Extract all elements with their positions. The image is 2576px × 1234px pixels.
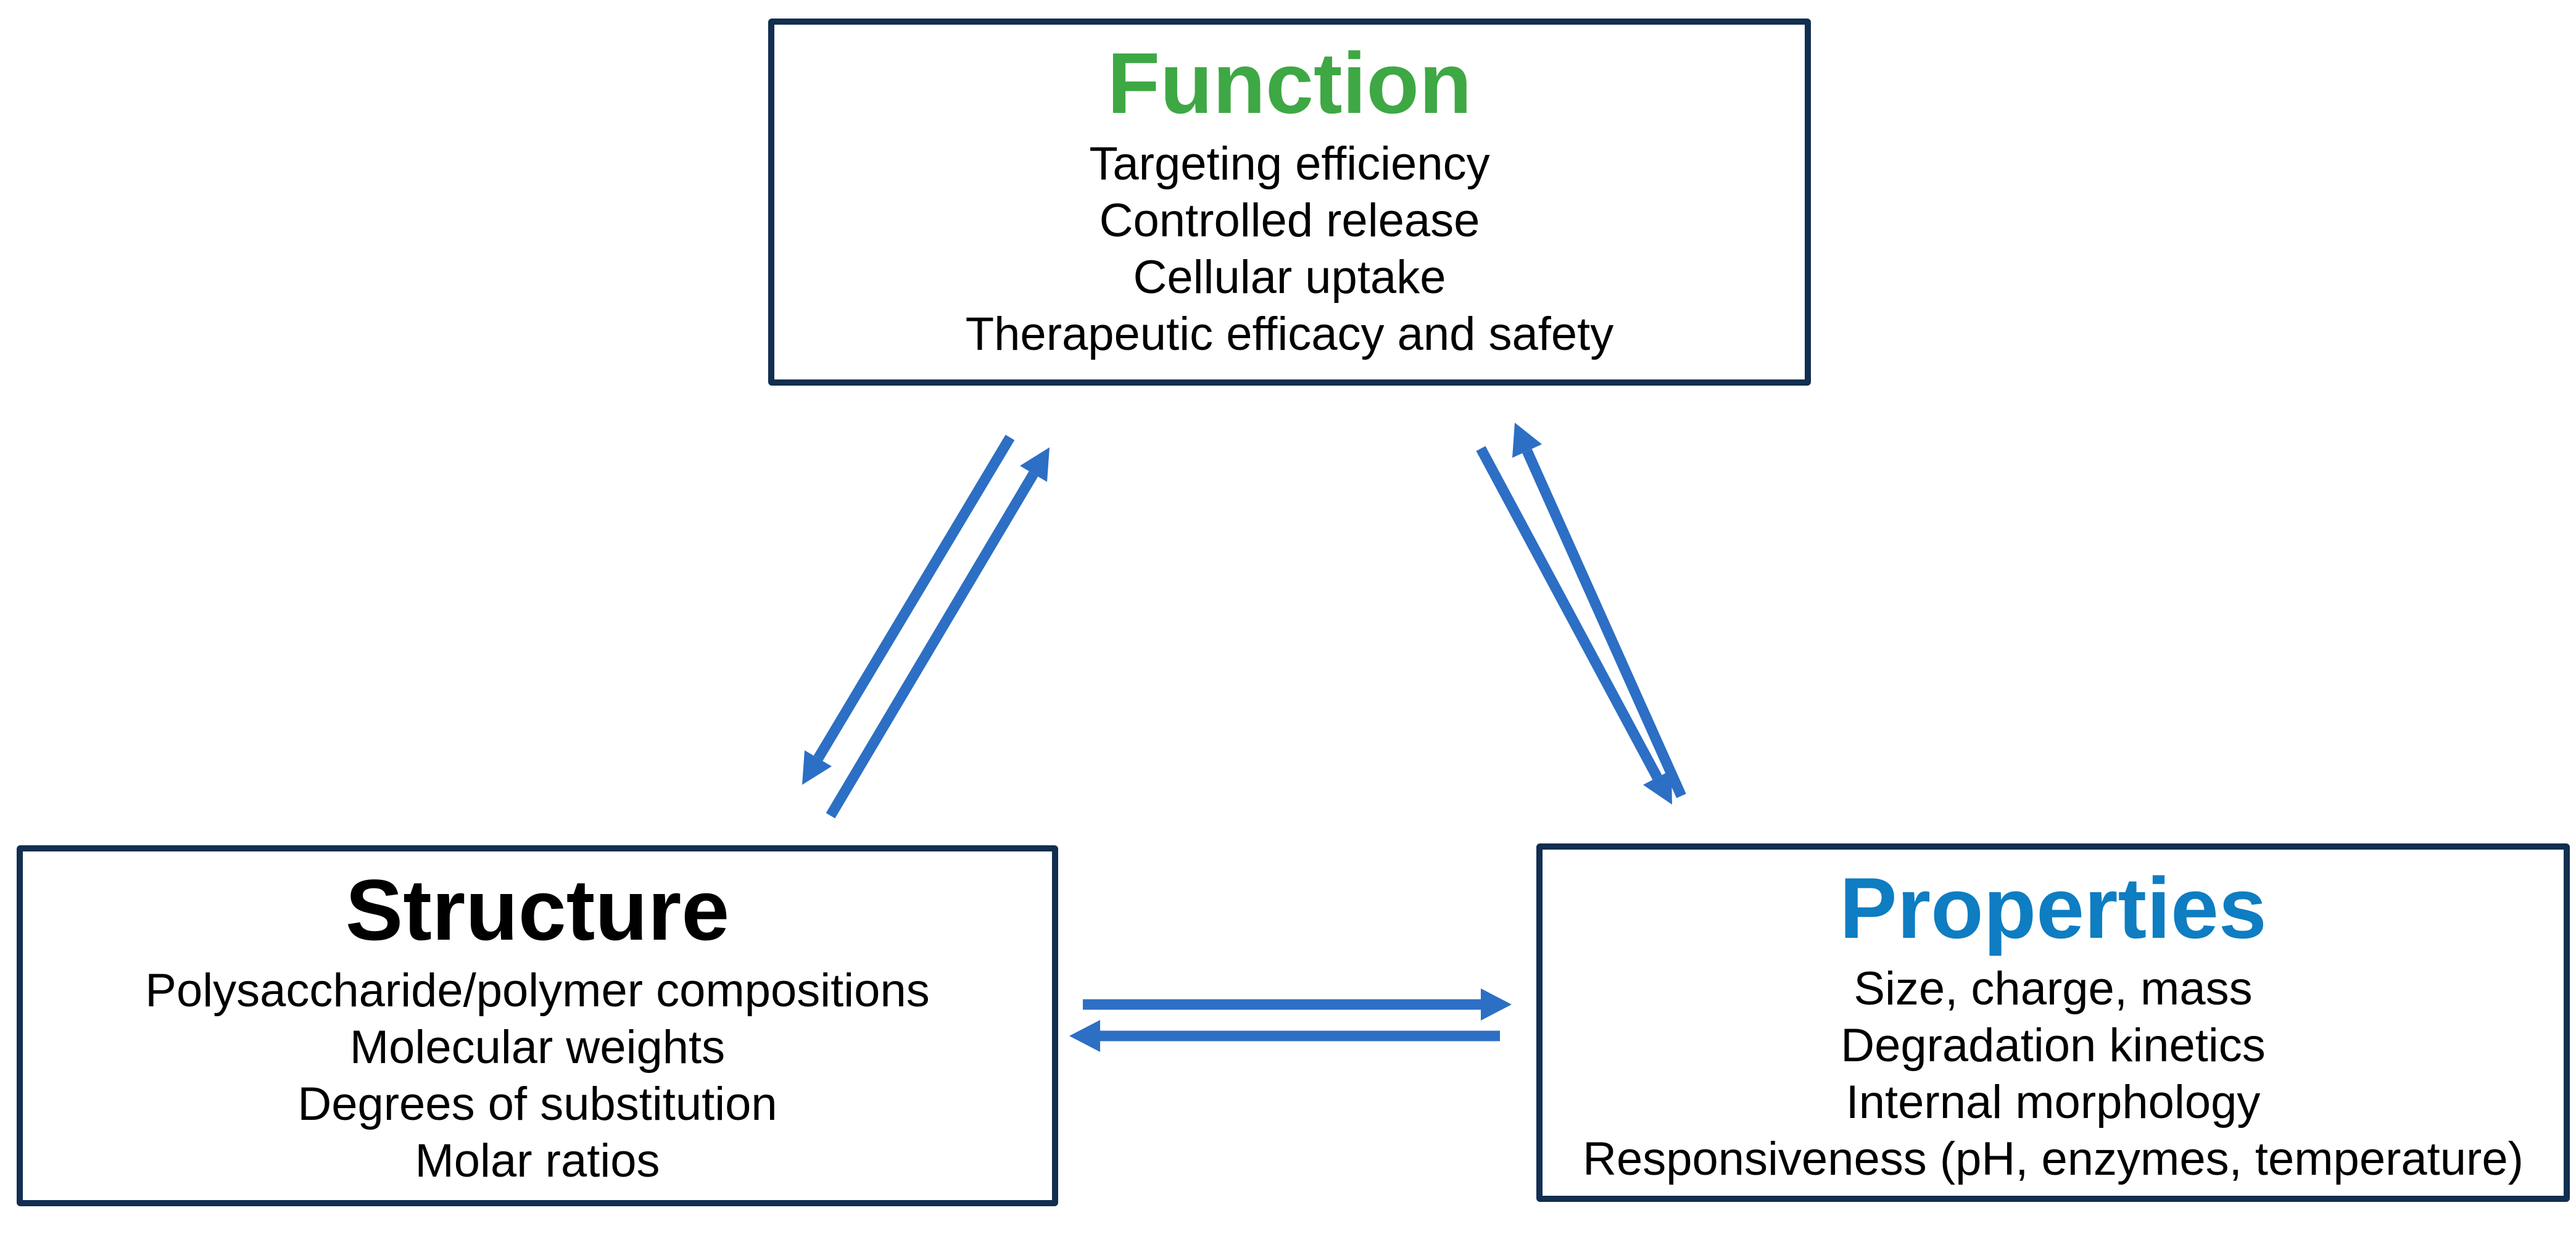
structure-box-title: Structure <box>345 861 730 958</box>
arrow-function-to-properties <box>1476 445 1672 805</box>
properties-box-item: Internal morphology <box>1845 1076 2261 1128</box>
properties-box-item: Size, charge, mass <box>1853 963 2253 1015</box>
structure-box: Structure Polysaccharide/polymer composi… <box>17 845 1058 1206</box>
arrow-pair-structure-properties <box>1069 988 1512 1052</box>
arrow-pair-function-properties <box>1476 423 1686 805</box>
arrow-pair-structure-function <box>802 434 1050 819</box>
properties-box: Properties Size, charge, mass Degradatio… <box>1536 843 2570 1202</box>
function-box-item: Controlled release <box>1099 194 1480 247</box>
function-box-list: Targeting efficiency Controlled release … <box>966 136 1614 363</box>
arrow-structure-to-properties-head <box>1481 988 1512 1021</box>
arrow-structure-to-function-shaft <box>826 471 1038 819</box>
function-box: Function Targeting efficiency Controlled… <box>768 19 1811 386</box>
properties-box-list: Size, charge, mass Degradation kinetics … <box>1583 961 2524 1188</box>
arrow-function-to-structure-head <box>802 750 832 785</box>
arrow-structure-to-properties <box>1083 988 1512 1021</box>
function-box-title: Function <box>1107 35 1472 131</box>
properties-box-item: Responsiveness (pH, enzymes, temperature… <box>1583 1133 2524 1185</box>
structure-box-item: Polysaccharide/polymer compositions <box>145 964 930 1017</box>
arrow-properties-to-function <box>1512 423 1686 798</box>
function-box-item: Targeting efficiency <box>1089 138 1490 190</box>
structure-box-list: Polysaccharide/polymer compositions Mole… <box>145 963 929 1190</box>
arrow-function-to-structure <box>802 434 1015 785</box>
arrow-structure-to-function-head <box>1020 447 1050 482</box>
function-box-item: Cellular uptake <box>1133 251 1446 304</box>
structure-box-item: Molecular weights <box>349 1021 726 1074</box>
properties-box-title: Properties <box>1839 859 2267 956</box>
arrow-function-to-properties-head <box>1643 770 1672 805</box>
structure-box-item: Molar ratios <box>415 1135 660 1187</box>
structure-box-item: Degrees of substitution <box>297 1078 777 1130</box>
arrow-properties-to-structure-head <box>1069 1020 1100 1052</box>
arrow-properties-to-function-head <box>1512 423 1542 458</box>
arrow-properties-to-function-shaft <box>1522 449 1686 798</box>
arrow-structure-to-function <box>826 447 1050 819</box>
arrow-function-to-properties-shaft <box>1476 445 1662 781</box>
properties-box-item: Degradation kinetics <box>1841 1019 2266 1072</box>
arrow-function-to-structure-shaft <box>813 434 1015 761</box>
arrow-properties-to-structure <box>1069 1020 1500 1052</box>
function-box-item: Therapeutic efficacy and safety <box>965 308 1614 360</box>
